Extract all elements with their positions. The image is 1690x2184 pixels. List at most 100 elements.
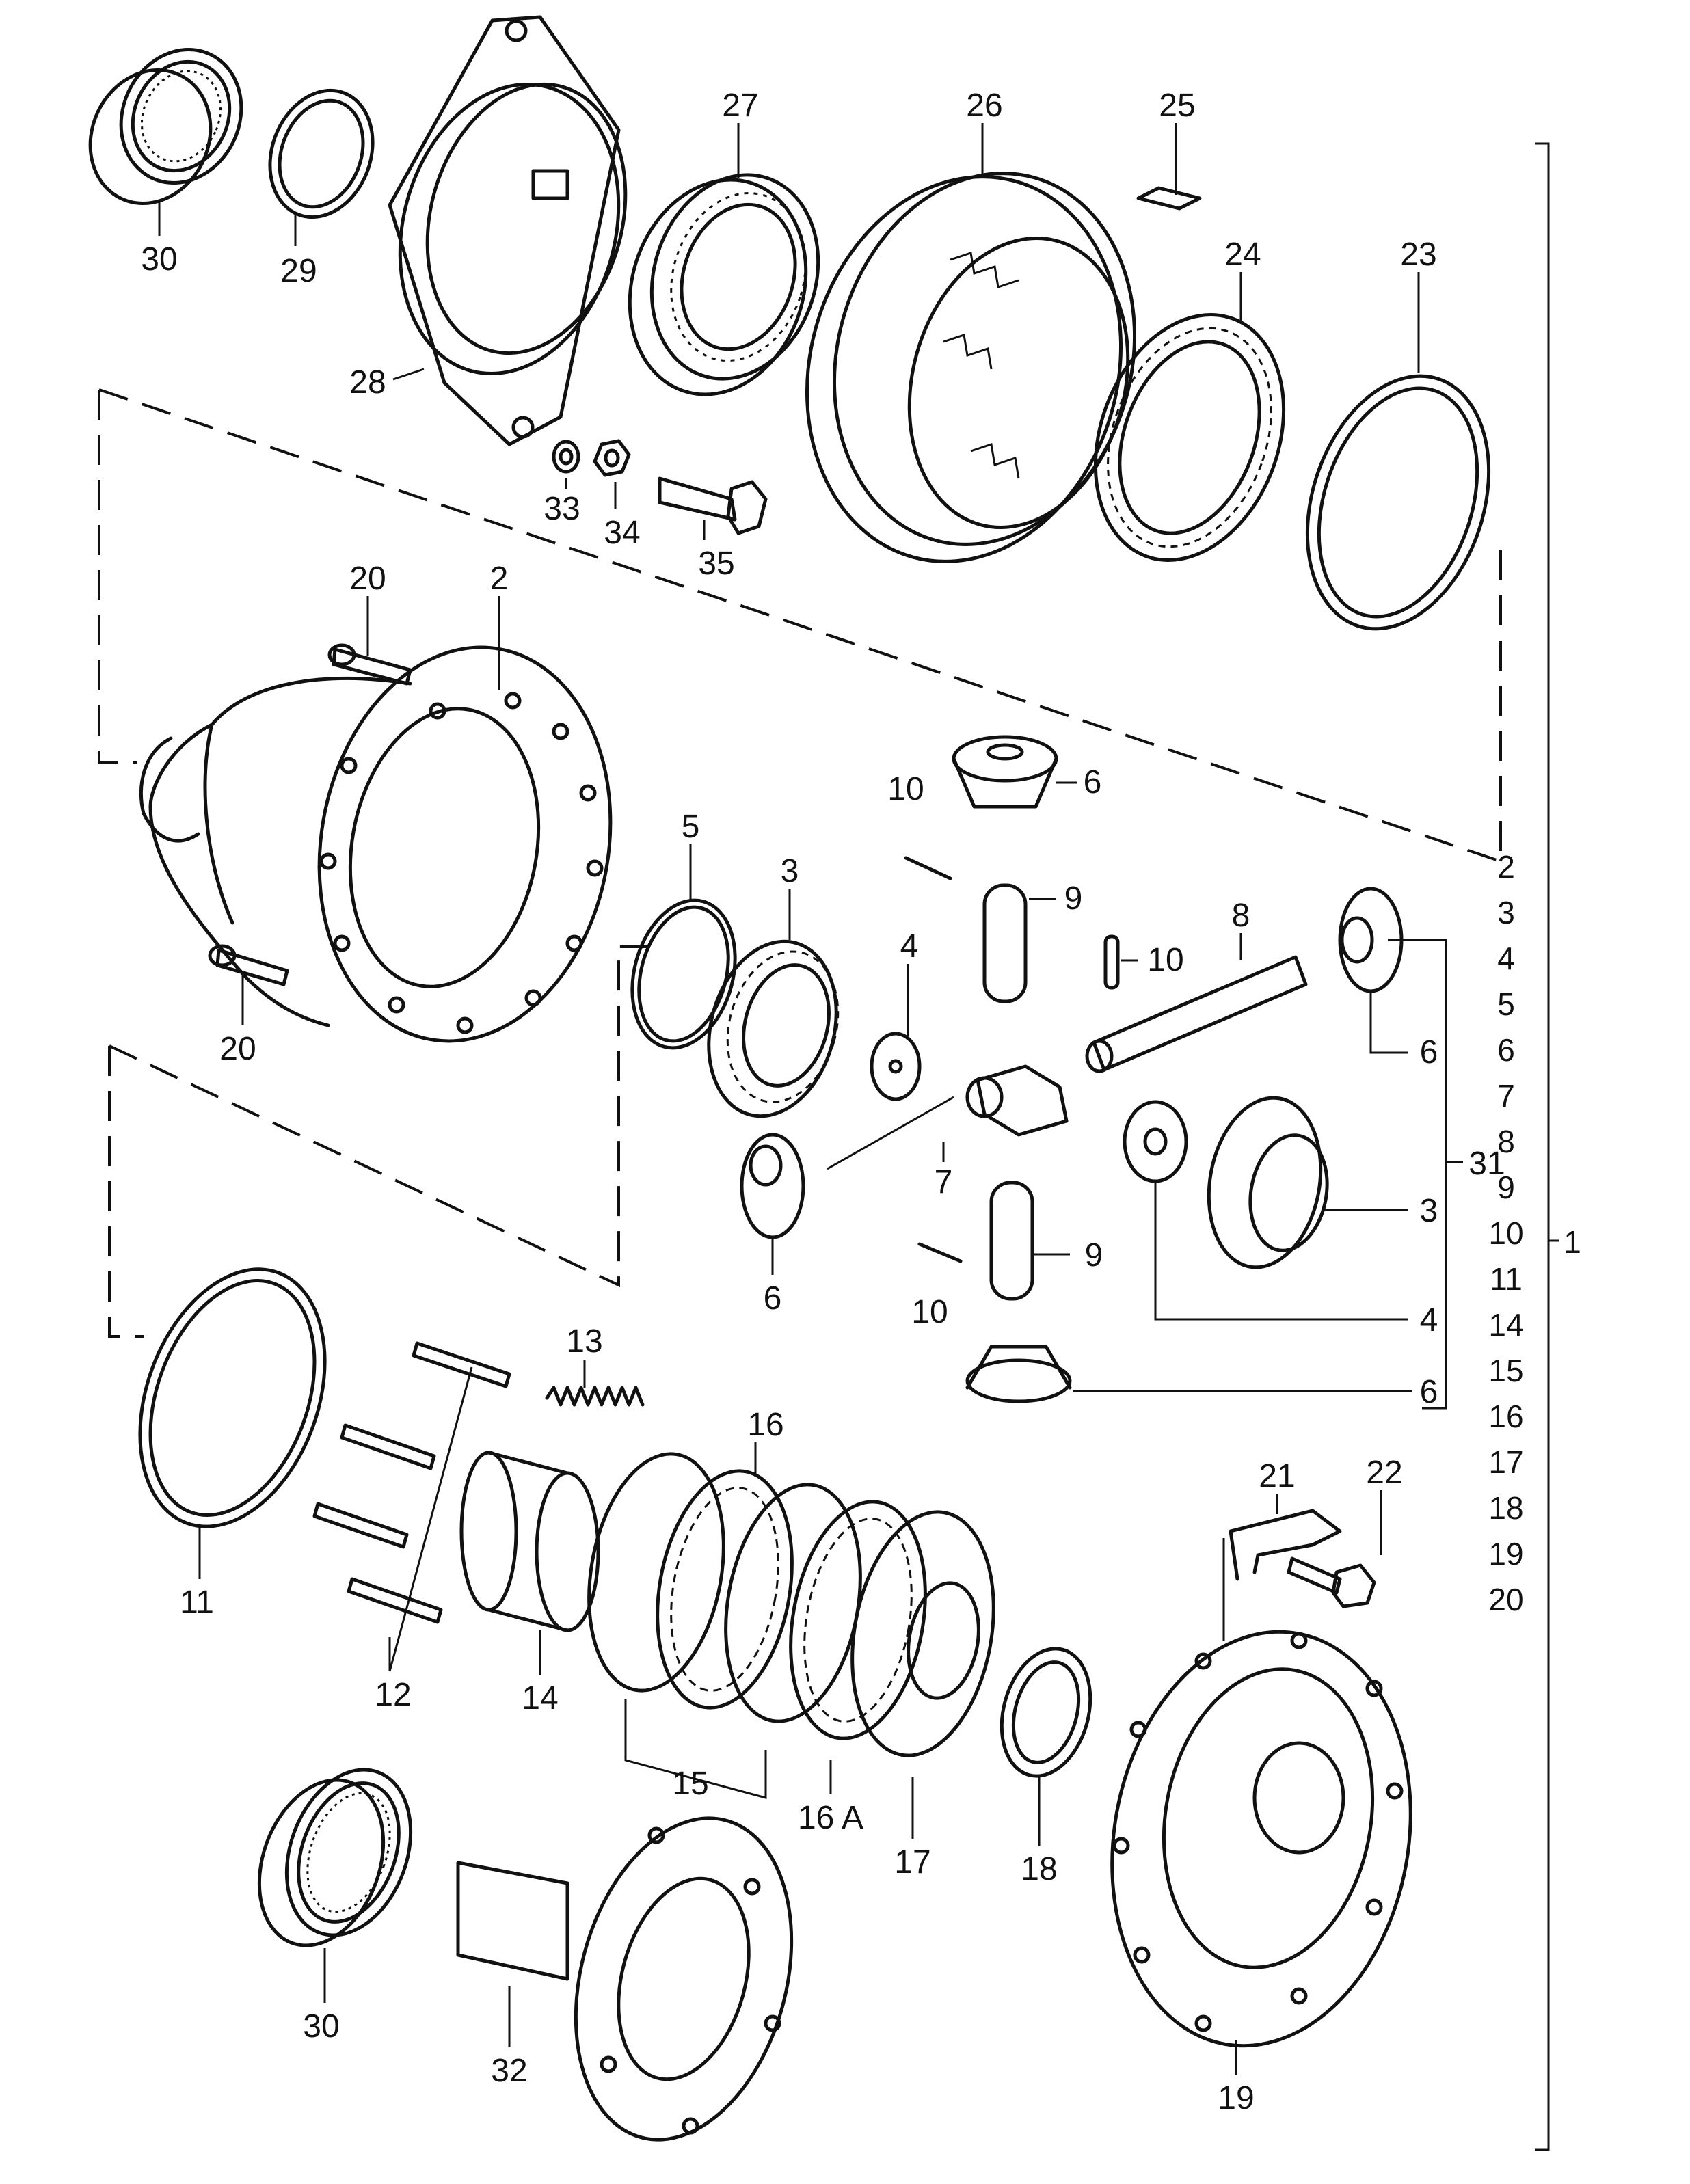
part-34-nut (593, 439, 631, 477)
part-6-pinion-left (740, 1133, 805, 1239)
callout-30: 30 (141, 241, 177, 278)
index-item: 19 (1488, 1536, 1523, 1572)
part-27-bearing (628, 173, 820, 396)
part-29-ring (268, 88, 375, 219)
assembly-bracket (1535, 142, 1559, 2151)
index-item: 6 (1497, 1032, 1515, 1068)
index-item: 9 (1497, 1170, 1515, 1205)
callout-35: 35 (698, 545, 734, 582)
part-14-splined-hub (459, 1451, 600, 1632)
part-15-16-clutch-disc-pack (587, 1452, 995, 1757)
callout-9: 9 (1085, 1237, 1103, 1273)
callout-3: 3 (1420, 1193, 1438, 1229)
part-10-pin-bottom (917, 1242, 963, 1263)
callout-22: 22 (1366, 1455, 1402, 1491)
part-4-thrust-washer-left (870, 1032, 922, 1101)
callout-16: 16 (747, 1407, 783, 1443)
part-30-bearing-top (88, 48, 243, 205)
callout-7: 7 (935, 1164, 953, 1200)
callout-11: 11 (180, 1585, 214, 1621)
callout-34: 34 (604, 515, 640, 551)
callout-13: 13 (566, 1323, 602, 1360)
dashed-group-outline (98, 388, 1502, 1338)
callout-6: 6 (1420, 1374, 1438, 1410)
index-item: 18 (1488, 1490, 1523, 1526)
part-35-bolt (658, 476, 768, 535)
callout-18: 18 (1021, 1851, 1057, 1887)
index-item: 10 (1488, 1215, 1523, 1251)
callout-10: 10 (887, 771, 924, 807)
callout-30: 30 (303, 2008, 339, 2045)
callout-33: 33 (544, 491, 580, 527)
callout-numbers: 30 29 28 27 26 25 24 23 33 34 35 20 2 20… (141, 87, 1505, 2116)
callout-5: 5 (682, 809, 700, 845)
part-33-washer (552, 440, 580, 474)
part-32-output-flange (456, 1816, 794, 2142)
part-28-cover-plate (388, 15, 628, 446)
part-26-ring-gear (805, 172, 1137, 563)
callout-4: 4 (900, 928, 919, 965)
index-item: 2 (1497, 849, 1515, 885)
index-item: 14 (1488, 1307, 1523, 1343)
callout-8: 8 (1232, 898, 1250, 934)
part-9-short-shaft-bottom (989, 1181, 1034, 1301)
part-7-cross-spider (965, 1064, 1069, 1137)
part-6-pinion-bottom (965, 1345, 1072, 1403)
callout-6: 6 (1084, 764, 1102, 800)
callout-20: 20 (349, 561, 386, 597)
callout-10: 10 (911, 1294, 948, 1330)
part-20-bolt-bottom (208, 944, 289, 986)
callout-32: 32 (491, 2053, 527, 2089)
part-index-list: 2 3 4 5 6 7 8 9 10 11 14 15 16 17 18 19 … (1488, 849, 1523, 1617)
part-2-differential-housing (139, 645, 613, 1043)
callout-20: 20 (219, 1031, 256, 1067)
part-20-bolt-top (327, 643, 412, 686)
index-item: 17 (1488, 1444, 1523, 1480)
part-6-pinion-top (952, 735, 1058, 809)
callout-3: 3 (781, 853, 799, 889)
callout-23: 23 (1400, 237, 1436, 273)
callout-28: 28 (349, 364, 386, 401)
index-item: 11 (1490, 1261, 1523, 1297)
index-item: 16 (1488, 1399, 1523, 1434)
part-12-pins (312, 1341, 511, 1624)
part-8-long-shaft (1085, 955, 1308, 1073)
index-item: 8 (1497, 1124, 1515, 1159)
index-item: 15 (1488, 1353, 1523, 1388)
callout-12: 12 (375, 1677, 411, 1713)
part-22-bolt (1287, 1556, 1376, 1608)
index-item: 3 (1497, 895, 1515, 930)
part-23-ring (1305, 374, 1491, 631)
index-item: 7 (1497, 1078, 1515, 1114)
part-13-spring (545, 1386, 645, 1407)
part-9-short-shaft-top (982, 883, 1028, 1003)
part-10-pin-middle (1103, 934, 1120, 990)
index-item: 5 (1497, 986, 1515, 1022)
part-18-washer (1000, 1647, 1092, 1778)
part-19-cover (1110, 1630, 1412, 2048)
part-21-locking-clip (1229, 1509, 1342, 1581)
callout-10: 10 (1147, 942, 1183, 978)
callout-25: 25 (1159, 87, 1195, 124)
part-3-side-gear-right (1207, 1096, 1329, 1269)
part-4-thrust-washer-right (1123, 1100, 1188, 1183)
callout-9: 9 (1064, 880, 1083, 917)
callout-6: 6 (1420, 1034, 1438, 1070)
part-25-small-plate (1136, 186, 1202, 211)
callout-29: 29 (280, 253, 317, 289)
part-11-ring (138, 1267, 327, 1528)
assembly-label: 1 (1564, 1224, 1581, 1260)
part-3-side-gear-left (707, 939, 840, 1118)
callout-14: 14 (522, 1680, 558, 1716)
callout-15: 15 (672, 1766, 708, 1802)
part-30-bearing-bottom (257, 1768, 413, 1947)
callout-24: 24 (1224, 237, 1261, 273)
index-item: 4 (1497, 941, 1515, 976)
callout-19: 19 (1218, 2080, 1254, 2116)
callout-27: 27 (722, 87, 758, 124)
callout-2: 2 (490, 561, 509, 597)
callout-21: 21 (1259, 1458, 1295, 1494)
callout-6: 6 (764, 1280, 782, 1317)
callout-31: 31 (1468, 1146, 1505, 1182)
